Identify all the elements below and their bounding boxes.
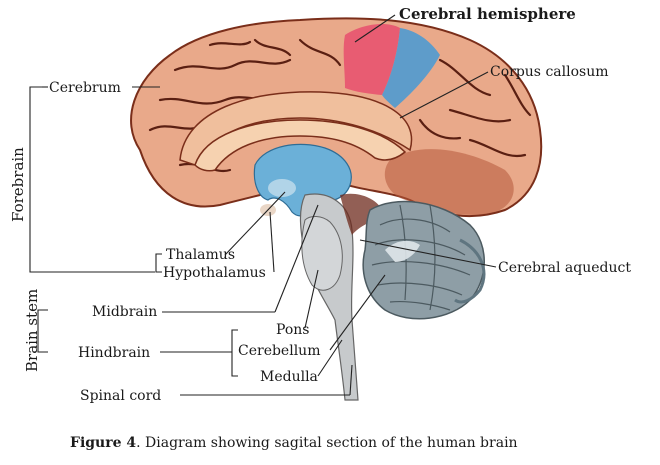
caption-figure-number: Figure 4 bbox=[70, 435, 136, 451]
label-pons: Pons bbox=[276, 322, 309, 338]
cerebral-hemisphere-blue-region bbox=[382, 28, 440, 108]
label-cerebral-aqueduct: Cerebral aqueduct bbox=[498, 260, 631, 276]
cerebellum bbox=[362, 200, 485, 320]
label-midbrain: Midbrain bbox=[92, 304, 157, 320]
label-brain-stem: Brain stem bbox=[23, 289, 41, 372]
label-thalamus: Thalamus bbox=[166, 247, 235, 263]
label-cerebral-hemisphere: Cerebral hemisphere bbox=[399, 5, 576, 23]
brain-illustration bbox=[130, 17, 543, 401]
label-spinal-cord: Spinal cord bbox=[80, 388, 161, 404]
label-corpus-callosum: Corpus callosum bbox=[490, 64, 609, 80]
label-hypothalamus: Hypothalamus bbox=[163, 265, 266, 281]
cerebellum-outer bbox=[454, 238, 486, 304]
corpus-callosum bbox=[194, 119, 407, 172]
label-medulla: Medulla bbox=[260, 369, 318, 385]
label-cerebellum: Cerebellum bbox=[238, 343, 320, 359]
cerebral-hemisphere-pink-region bbox=[343, 24, 400, 95]
label-cerebrum: Cerebrum bbox=[49, 80, 121, 96]
posterior-deep-tissue bbox=[384, 149, 514, 215]
midbrain-tissue bbox=[340, 193, 385, 235]
cortex-folds bbox=[148, 38, 532, 173]
label-hindbrain: Hindbrain bbox=[78, 345, 150, 361]
leader-lines bbox=[29, 14, 497, 396]
caption-text: . Diagram showing sagital section of the… bbox=[136, 435, 517, 451]
figure-caption: Figure 4. Diagram showing sagital sectio… bbox=[70, 435, 518, 451]
label-forebrain: Forebrain bbox=[9, 147, 27, 222]
pons bbox=[301, 216, 343, 291]
thalamus-shape bbox=[268, 179, 296, 197]
cingulate-gyrus bbox=[179, 91, 413, 166]
